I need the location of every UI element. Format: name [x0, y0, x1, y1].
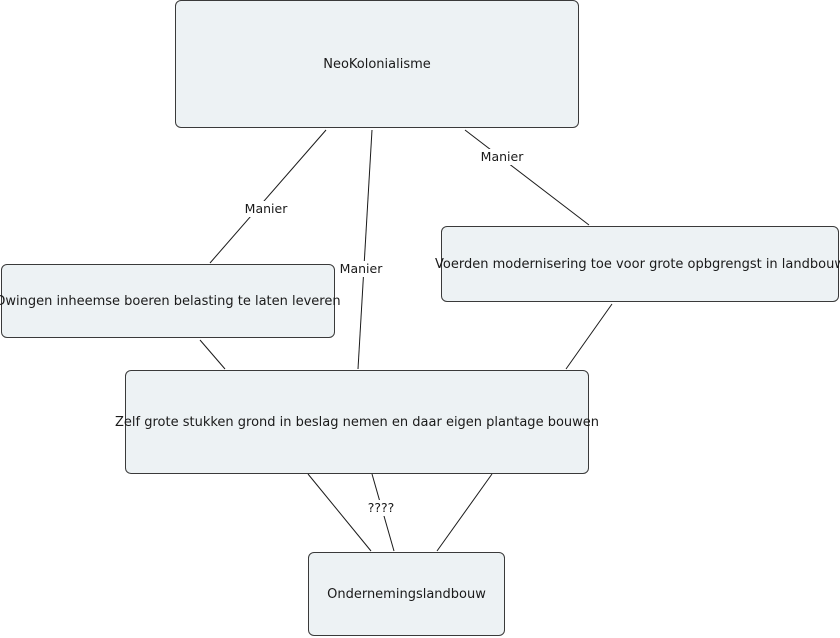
node-zelf-grond-plantage[interactable]: Zelf grote stukken grond in beslag nemen… — [115, 370, 599, 474]
edge-label-manier-left: Manier — [242, 201, 290, 217]
node-neokolonialisme-label: NeoKolonialisme — [323, 56, 431, 72]
edge-label-manier-right: Manier — [478, 149, 526, 165]
node-neokolonialisme[interactable]: NeoKolonialisme — [175, 0, 579, 128]
edge-label-question: ???? — [365, 500, 397, 516]
line-neo-to-voerden — [464, 129, 590, 226]
node-voerden-modernisering-label: Voerden modernisering toe voor grote opb… — [435, 256, 840, 272]
node-ondernemingslandbouw-label: Ondernemingslandbouw — [327, 586, 486, 602]
line-zelf-to-onder-right — [436, 473, 493, 552]
line-neo-to-zelf — [357, 129, 373, 370]
node-voerden-modernisering[interactable]: Voerden modernisering toe voor grote opb… — [435, 226, 840, 302]
node-dwingen-belasting-label: Dwingen inheemse boeren belasting te lat… — [0, 293, 341, 309]
node-zelf-grond-plantage-label: Zelf grote stukken grond in beslag nemen… — [115, 414, 600, 430]
node-ondernemingslandbouw[interactable]: Ondernemingslandbouw — [308, 552, 505, 636]
line-voerden-to-zelf — [565, 303, 613, 370]
line-zelf-to-onder-left — [307, 473, 372, 552]
edge-label-manier-middle: Manier — [337, 261, 385, 277]
line-neo-to-dwingen — [209, 129, 327, 264]
node-dwingen-belasting[interactable]: Dwingen inheemse boeren belasting te lat… — [0, 264, 341, 338]
line-dwingen-to-zelf — [199, 339, 226, 370]
